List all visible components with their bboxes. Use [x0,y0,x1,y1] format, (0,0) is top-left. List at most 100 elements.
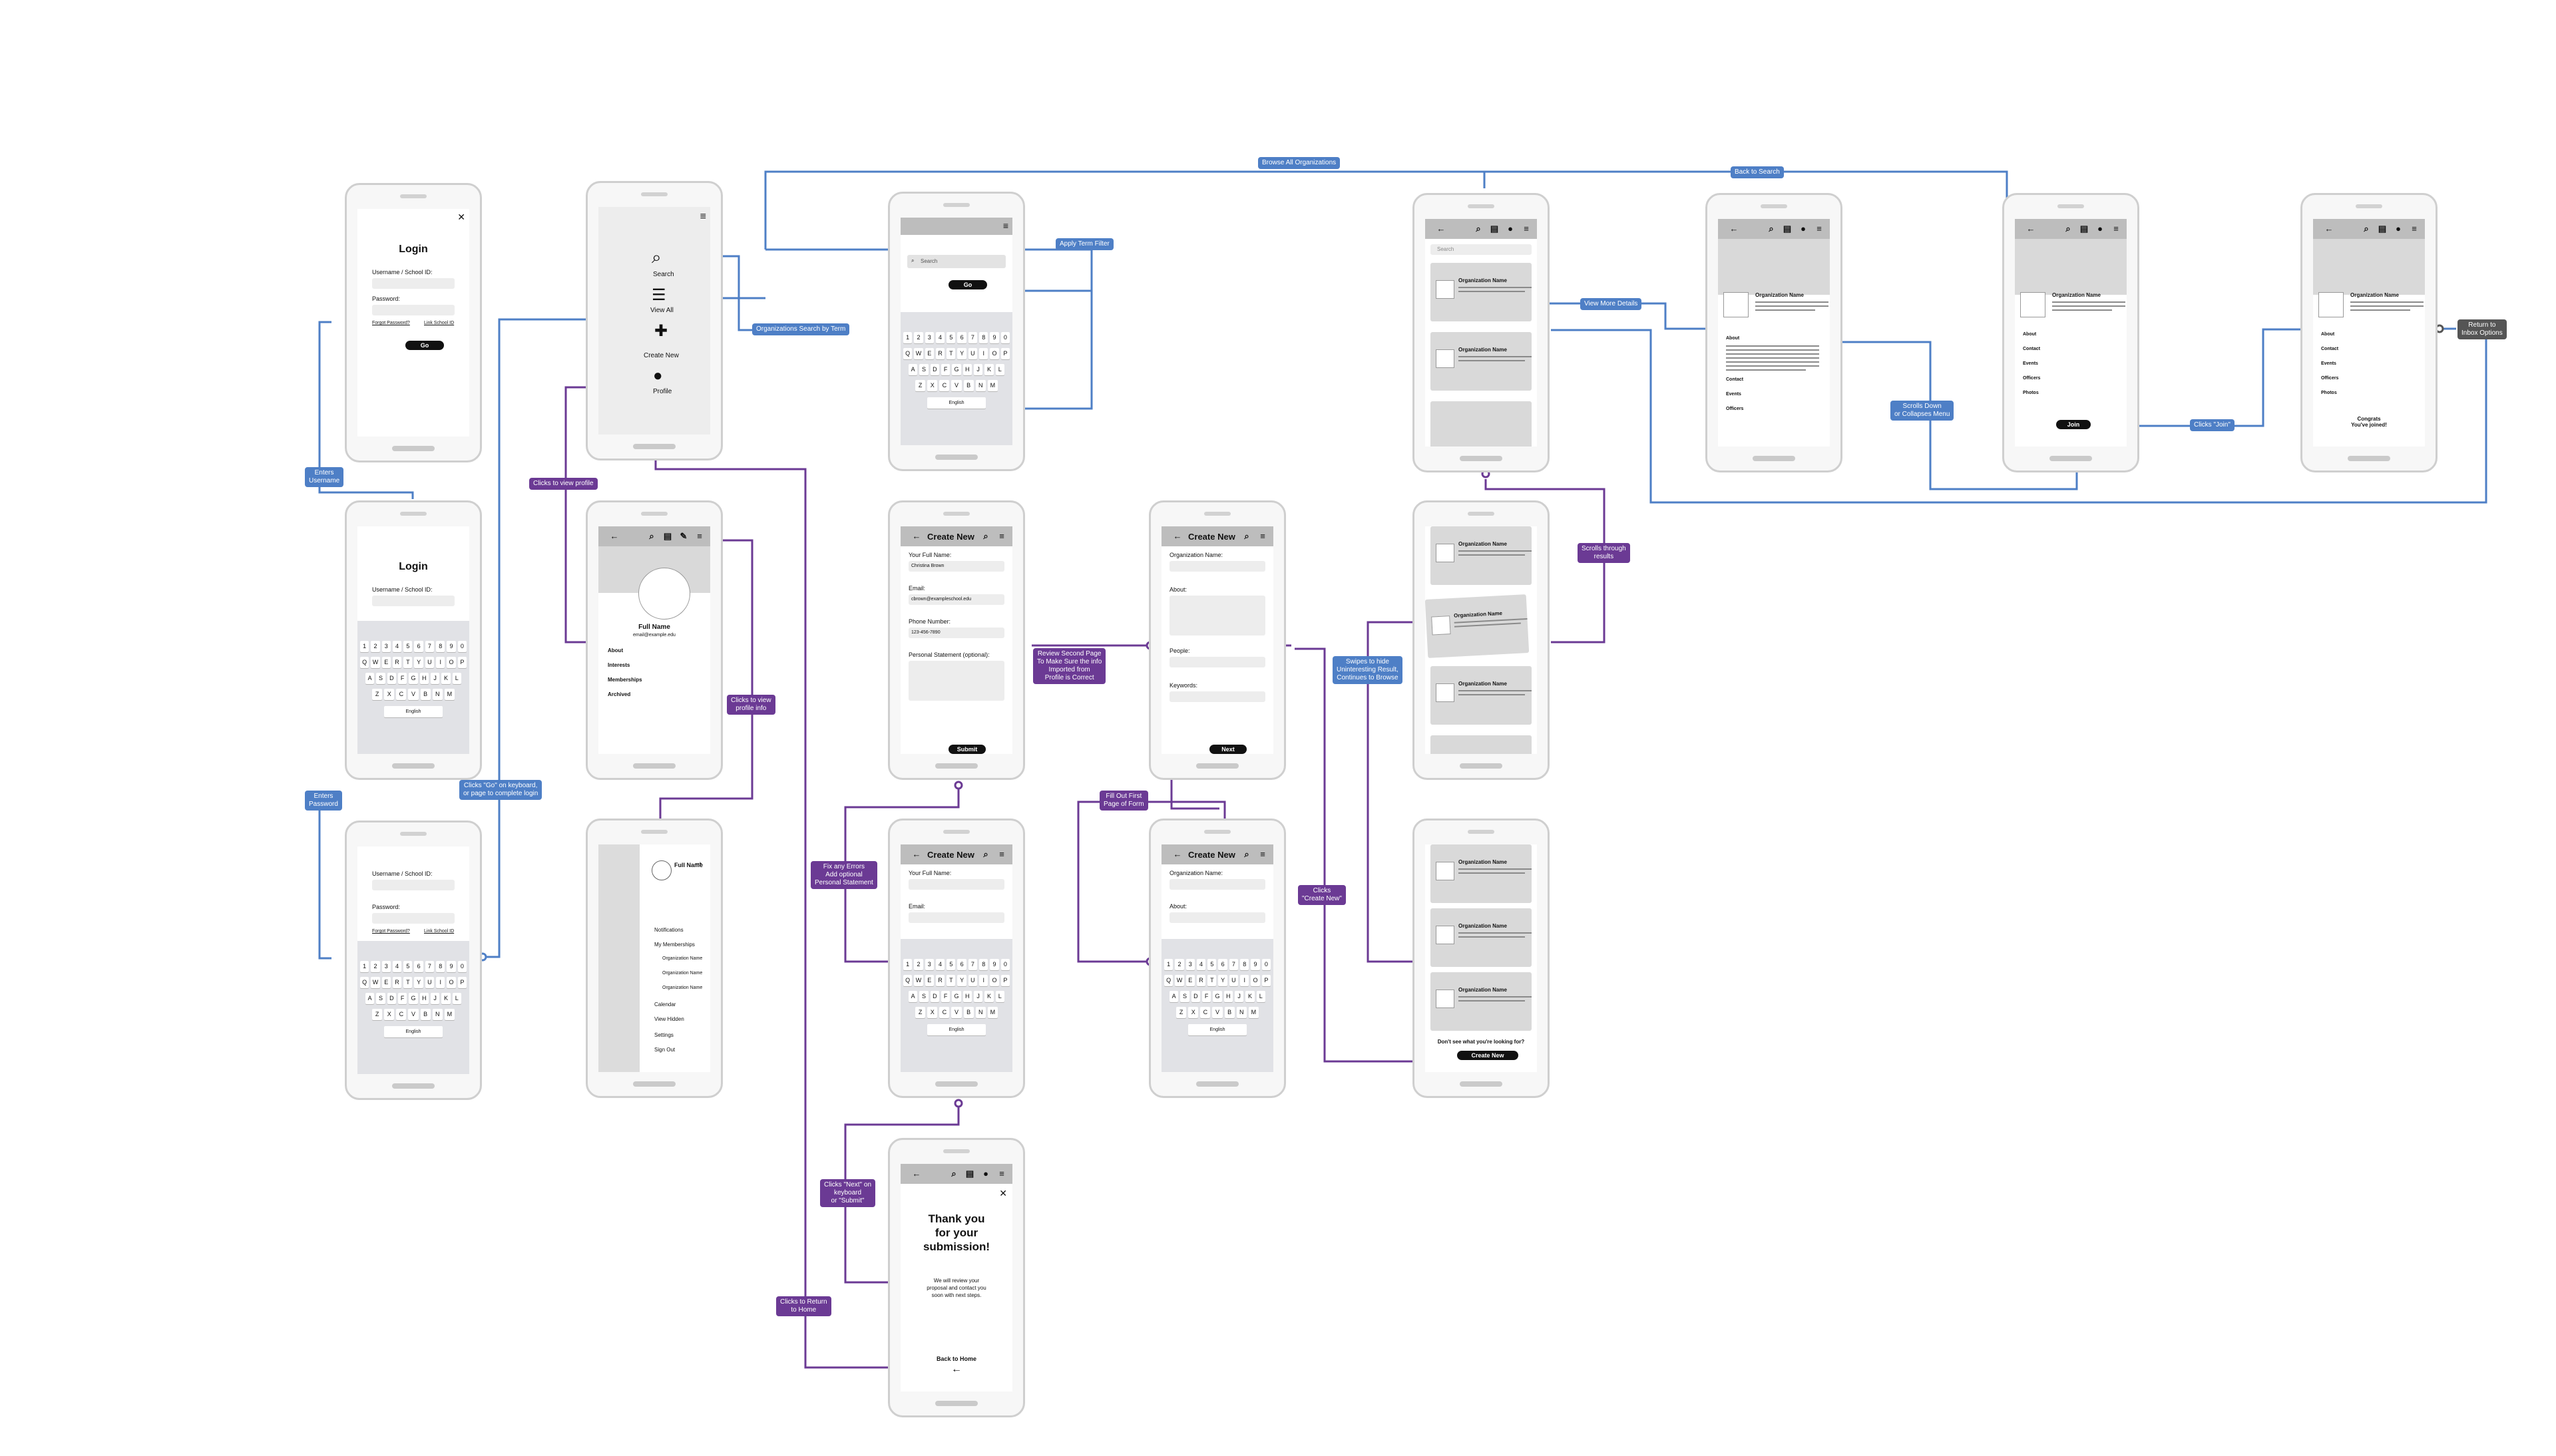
key-w[interactable]: W [1175,975,1184,986]
key-l[interactable]: L [1256,991,1265,1002]
org-contact[interactable]: Contact [2023,347,2041,351]
key-h[interactable]: H [419,993,429,1004]
edit-icon[interactable]: ✎ [680,531,688,541]
key-t[interactable]: T [947,348,956,359]
search-icon[interactable]: ⌕ [983,531,988,541]
key-7[interactable]: 7 [425,641,435,652]
key-0[interactable]: 0 [1000,959,1010,970]
profile-archived[interactable]: Archived [608,691,631,697]
back-arrow-icon[interactable]: ← [610,531,619,541]
org-about[interactable]: About [2023,332,2037,337]
key-w[interactable]: W [914,975,923,986]
key-j[interactable]: J [430,993,440,1004]
key-v[interactable]: V [408,689,419,700]
link-school-id-link[interactable]: Link School ID [424,929,455,934]
key-u[interactable]: U [968,348,978,359]
key-a[interactable]: A [365,993,375,1004]
key-8[interactable]: 8 [979,959,988,970]
menu-calendar[interactable]: Calendar [654,1001,676,1007]
key-3[interactable]: 3 [925,959,934,970]
org-events[interactable]: Events [2023,361,2038,366]
key-w[interactable]: W [371,977,380,988]
key-d[interactable]: D [387,993,396,1004]
key-m[interactable]: M [444,1009,455,1020]
search-input[interactable] [1430,244,1532,255]
key-p[interactable]: P [457,977,467,988]
full-name-input[interactable] [909,561,1004,572]
list-item[interactable]: Organization Name [1430,263,1532,321]
list-item[interactable] [1430,735,1532,754]
key-v[interactable]: V [951,380,962,391]
menu-org-2[interactable]: Organization Name [662,971,703,976]
key-h[interactable]: H [962,364,972,375]
search-icon[interactable]: ⌕ [652,247,662,267]
key-s[interactable]: S [376,673,385,684]
key-9[interactable]: 9 [1251,959,1260,970]
menu-sign-out[interactable]: Sign Out [654,1047,676,1053]
document-icon[interactable]: ▤ [2378,224,2387,234]
key-o[interactable]: O [447,977,456,988]
key-8[interactable]: 8 [436,641,445,652]
key-2[interactable]: 2 [1175,959,1184,970]
search-icon[interactable]: ⌕ [2065,224,2071,234]
key-m[interactable]: M [444,689,455,700]
key-c[interactable]: C [396,1009,407,1020]
key-m[interactable]: M [987,1007,998,1018]
close-icon[interactable]: ✕ [999,1188,1007,1198]
key-e[interactable]: E [925,348,934,359]
menu-view-hidden[interactable]: View Hidden [654,1016,684,1022]
key-s[interactable]: S [376,993,385,1004]
key-i[interactable]: I [979,348,988,359]
space-key[interactable]: English [384,706,443,717]
key-b[interactable]: B [1224,1007,1235,1018]
profile-icon[interactable]: ● [1508,224,1513,234]
key-p[interactable]: P [1000,348,1010,359]
key-k[interactable]: K [441,673,451,684]
keywords-input[interactable] [1170,691,1265,702]
org-events[interactable]: Events [1726,392,1741,397]
key-a[interactable]: A [909,991,918,1002]
key-7[interactable]: 7 [968,332,978,343]
profile-about[interactable]: About [608,647,624,653]
key-f[interactable]: F [397,993,407,1004]
key-s[interactable]: S [1180,991,1189,1002]
key-3[interactable]: 3 [1185,959,1195,970]
key-t[interactable]: T [947,975,956,986]
menu-icon[interactable]: ≡ [1260,849,1265,859]
profile-icon[interactable]: ● [2097,224,2103,234]
key-u[interactable]: U [1229,975,1239,986]
search-icon[interactable]: ⌕ [1769,224,1774,234]
close-icon[interactable]: ✕ [457,212,465,222]
menu-icon[interactable]: ≡ [2113,224,2119,234]
key-l[interactable]: L [452,993,461,1004]
forgot-password-link[interactable]: Forgot Password? [372,929,410,934]
key-b[interactable]: B [420,689,431,700]
key-8[interactable]: 8 [1240,959,1249,970]
back-arrow-icon[interactable]: ← [951,1364,962,1375]
key-y[interactable]: Y [414,657,423,668]
key-c[interactable]: C [396,689,407,700]
menu-icon[interactable]: ≡ [1524,224,1529,234]
key-7[interactable]: 7 [968,959,978,970]
key-5[interactable]: 5 [403,961,413,972]
document-icon[interactable]: ▤ [1783,224,1792,234]
search-icon[interactable]: ⌕ [1244,849,1249,859]
create-new-icon[interactable]: ✚ [654,322,668,340]
list-item[interactable]: Organization Name [1430,908,1532,967]
key-8[interactable]: 8 [436,961,445,972]
profile-memberships[interactable]: Memberships [608,677,642,683]
go-button[interactable]: Go [405,341,444,350]
menu-my-memberships[interactable]: My Memberships [654,942,695,948]
key-x[interactable]: X [384,689,395,700]
key-y[interactable]: Y [414,977,423,988]
key-o[interactable]: O [990,975,999,986]
key-x[interactable]: X [1188,1007,1199,1018]
org-officers[interactable]: Officers [2023,376,2041,381]
key-c[interactable]: C [939,380,950,391]
key-x[interactable]: X [384,1009,395,1020]
key-n[interactable]: N [975,380,986,391]
key-4[interactable]: 4 [935,959,945,970]
key-r[interactable]: R [392,657,402,668]
